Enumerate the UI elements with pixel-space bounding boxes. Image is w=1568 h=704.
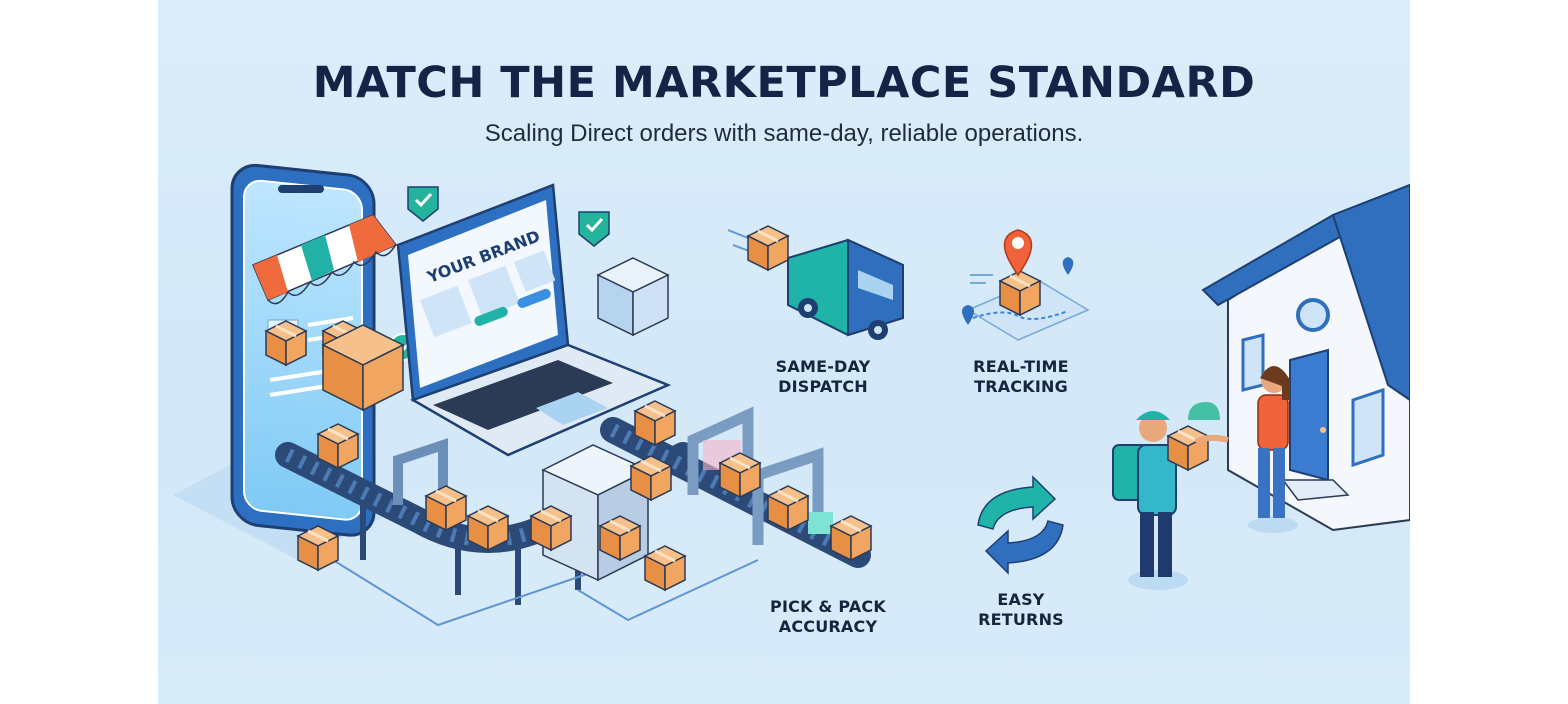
feature-real-time-tracking: REAL-TIME TRACKING bbox=[941, 357, 1101, 397]
speech-cloud-icon bbox=[1188, 402, 1220, 420]
package-box-icon bbox=[321, 324, 405, 412]
feature-pick-pack-accuracy: PICK & PACK ACCURACY bbox=[738, 597, 918, 637]
feature-label-line2: TRACKING bbox=[974, 377, 1068, 396]
feature-label-line2: ACCURACY bbox=[778, 617, 878, 636]
feature-label-line1: REAL-TIME bbox=[973, 357, 1069, 376]
store-awning-icon bbox=[252, 214, 398, 305]
illustration-canvas: YOUR BRAND bbox=[173, 163, 1410, 627]
house-icon bbox=[1201, 183, 1410, 532]
scanner-gate-icon bbox=[752, 447, 833, 545]
page-subtitle: Scaling Direct orders with same-day, rel… bbox=[484, 120, 1084, 147]
check-shield-icon bbox=[578, 211, 610, 247]
feature-label-line1: SAME-DAY bbox=[775, 357, 871, 376]
scanner-gate-icon bbox=[393, 438, 448, 505]
laptop-icon: YOUR BRAND bbox=[396, 183, 672, 457]
infographic-panel: YOUR BRAND bbox=[158, 0, 1410, 704]
customer-person-icon bbox=[1194, 365, 1298, 533]
return-arrows-icon bbox=[977, 475, 1064, 575]
check-shield-icon bbox=[407, 186, 439, 222]
feature-label-line2: RETURNS bbox=[978, 610, 1064, 629]
page-title: MATCH THE MARKETPLACE STANDARD bbox=[312, 58, 1256, 108]
feature-label-line1: PICK & PACK bbox=[770, 597, 886, 616]
shipping-box-icon bbox=[596, 257, 670, 337]
map-pin-icon bbox=[962, 229, 1090, 341]
feature-same-day-dispatch: SAME-DAY DISPATCH bbox=[743, 357, 903, 397]
feature-easy-returns: EASY RETURNS bbox=[941, 590, 1101, 630]
feature-label-line2: DISPATCH bbox=[778, 377, 868, 396]
courier-person-icon bbox=[1112, 411, 1210, 590]
delivery-van-icon bbox=[727, 224, 904, 340]
feature-label-line1: EASY bbox=[997, 590, 1045, 609]
